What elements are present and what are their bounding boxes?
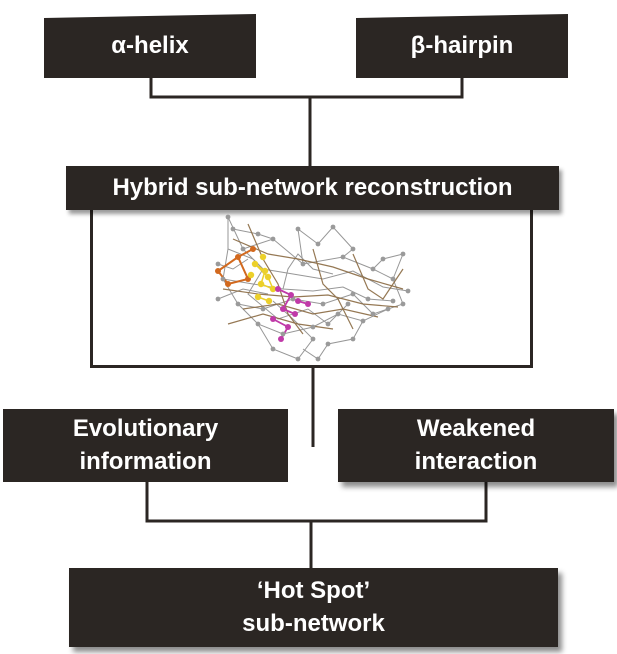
evolutionary-information-label: Evolutionary information bbox=[72, 415, 219, 475]
hybrid-panel: Hybrid sub-network reconstruction bbox=[66, 166, 559, 368]
hot-spot-subnetwork-label: ‘Hot Spot’ sub-network bbox=[242, 577, 385, 637]
hybrid-title-box: Hybrid sub-network reconstruction bbox=[66, 166, 559, 210]
weakened-interaction-box: Weakened interaction bbox=[338, 409, 614, 482]
hot-spot-subnetwork-box: ‘Hot Spot’ sub-network bbox=[69, 568, 558, 647]
connector-middle-pair bbox=[145, 482, 488, 523]
beta-hairpin-box: β-hairpin bbox=[356, 14, 568, 78]
alpha-helix-label: α-helix bbox=[111, 31, 189, 59]
network-nodes-gray bbox=[215, 214, 411, 362]
network-nodes-yellow bbox=[247, 253, 277, 305]
network-graph-icon bbox=[215, 214, 411, 362]
network-nodes-magenta bbox=[270, 286, 311, 342]
alpha-helix-box: α-helix bbox=[44, 14, 256, 78]
weakened-interaction-label: Weakened interaction bbox=[414, 415, 538, 475]
network-edges-brown bbox=[222, 223, 404, 335]
hybrid-title: Hybrid sub-network reconstruction bbox=[112, 173, 513, 201]
evolutionary-information-box: Evolutionary information bbox=[3, 409, 288, 482]
beta-hairpin-label: β-hairpin bbox=[410, 31, 514, 59]
connector-top-pair bbox=[149, 78, 464, 99]
